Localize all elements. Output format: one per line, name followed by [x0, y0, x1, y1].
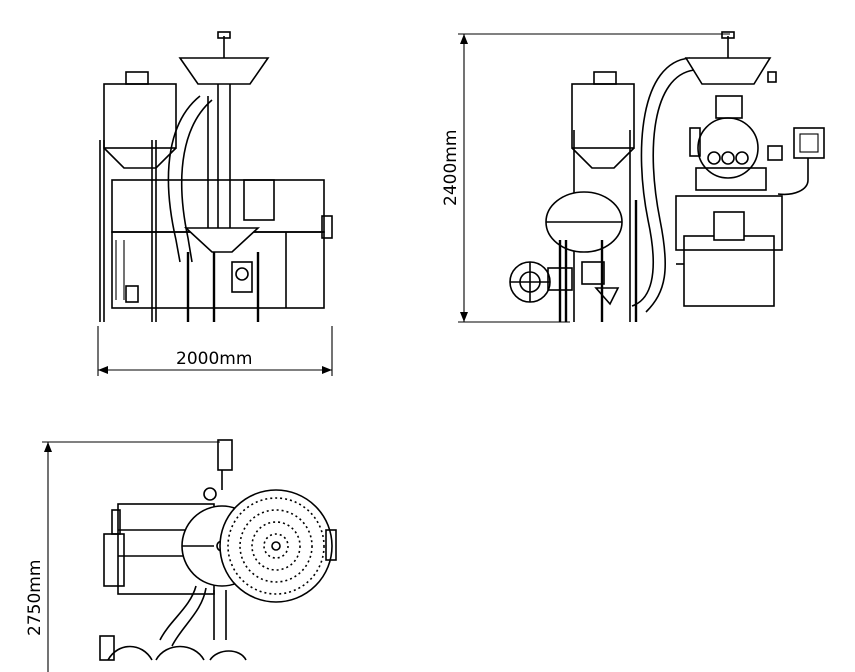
top-view	[99, 439, 337, 661]
width-dimension: 2000mm	[97, 326, 333, 376]
height-label: 2400mm	[441, 130, 461, 206]
depth-label: 2750mm	[25, 560, 45, 636]
height-dimension: 2400mm	[441, 33, 730, 323]
front-view	[99, 31, 333, 322]
width-label: 2000mm	[176, 349, 252, 369]
depth-dimension: 2750mm	[25, 441, 220, 672]
side-view	[509, 31, 825, 322]
